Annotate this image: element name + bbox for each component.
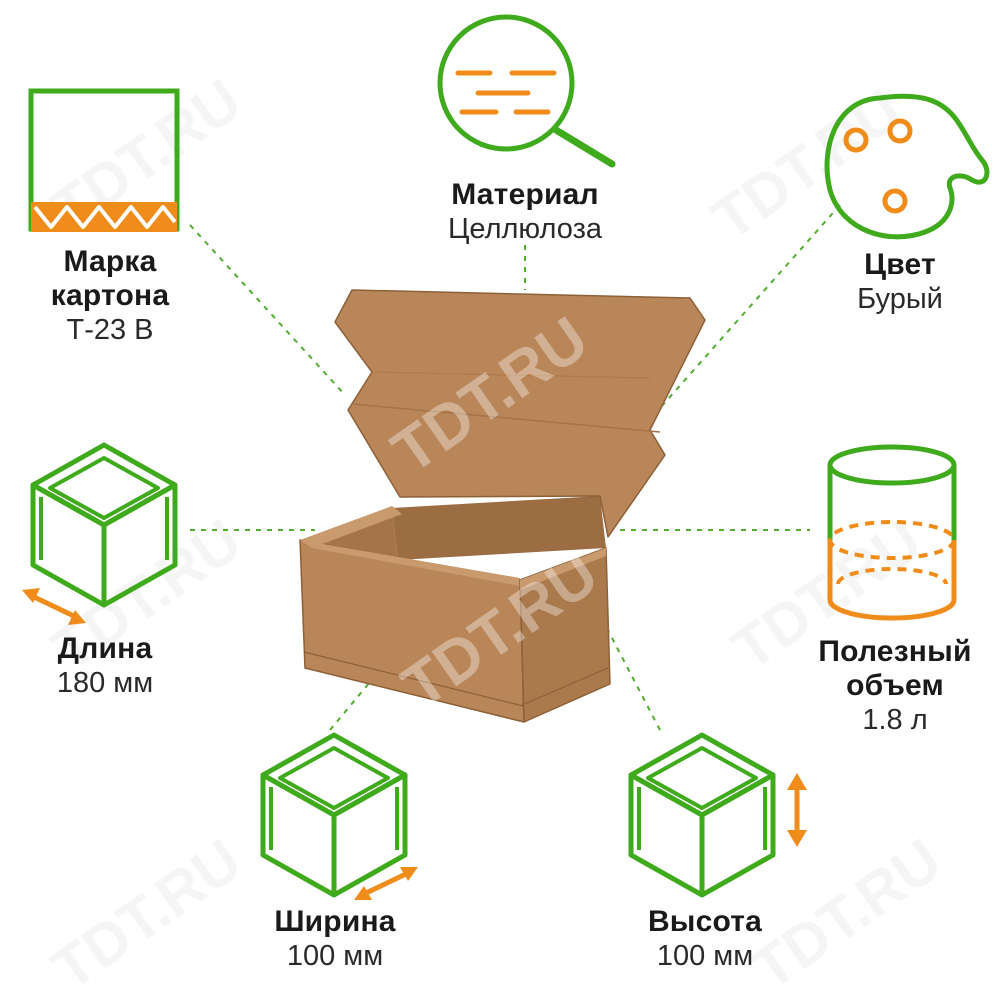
cube-width-icon xyxy=(260,732,408,898)
material-value: Целлюлоза xyxy=(447,213,603,245)
grade-value: Т-23 В xyxy=(66,314,154,346)
cylinder-volume-icon xyxy=(827,444,957,621)
grade-title-line2: картона xyxy=(50,279,170,312)
volume-value: 1.8 л xyxy=(862,704,928,736)
width-value: 100 мм xyxy=(286,940,384,972)
color-value: Бурый xyxy=(857,283,943,315)
color-label: Цвет Бурый xyxy=(820,248,980,316)
color-title: Цвет xyxy=(864,248,936,281)
height-title: Высота xyxy=(647,905,763,938)
height-arrow-icon xyxy=(787,773,807,847)
material-title: Материал xyxy=(451,178,599,211)
cardboard-box xyxy=(299,289,706,723)
length-title: Длина xyxy=(57,632,153,665)
length-value: 180 мм xyxy=(56,667,154,699)
volume-title-line2: объем xyxy=(846,669,944,702)
height-value: 100 мм xyxy=(656,940,754,972)
cube-height-icon xyxy=(628,732,776,898)
volume-label: Полезный объем 1.8 л xyxy=(800,635,990,737)
length-arrow-icon xyxy=(22,588,86,625)
grade-title-line1: Марка xyxy=(63,245,157,278)
length-label: Длина 180 мм xyxy=(10,632,200,700)
palette-icon xyxy=(824,93,990,240)
grade-label: Марка картона Т-23 В xyxy=(20,245,200,347)
guide-lines xyxy=(189,204,841,731)
volume-title-line1: Полезный xyxy=(818,635,972,668)
cube-length-icon xyxy=(30,442,178,608)
corrugated-sheet-icon xyxy=(28,88,180,232)
material-label: Материал Целлюлоза xyxy=(405,178,645,246)
width-title: Ширина xyxy=(274,905,396,938)
width-label: Ширина 100 мм xyxy=(235,905,435,973)
height-label: Высота 100 мм xyxy=(605,905,805,973)
magnifier-icon xyxy=(437,14,616,168)
width-arrow-icon xyxy=(354,867,418,900)
